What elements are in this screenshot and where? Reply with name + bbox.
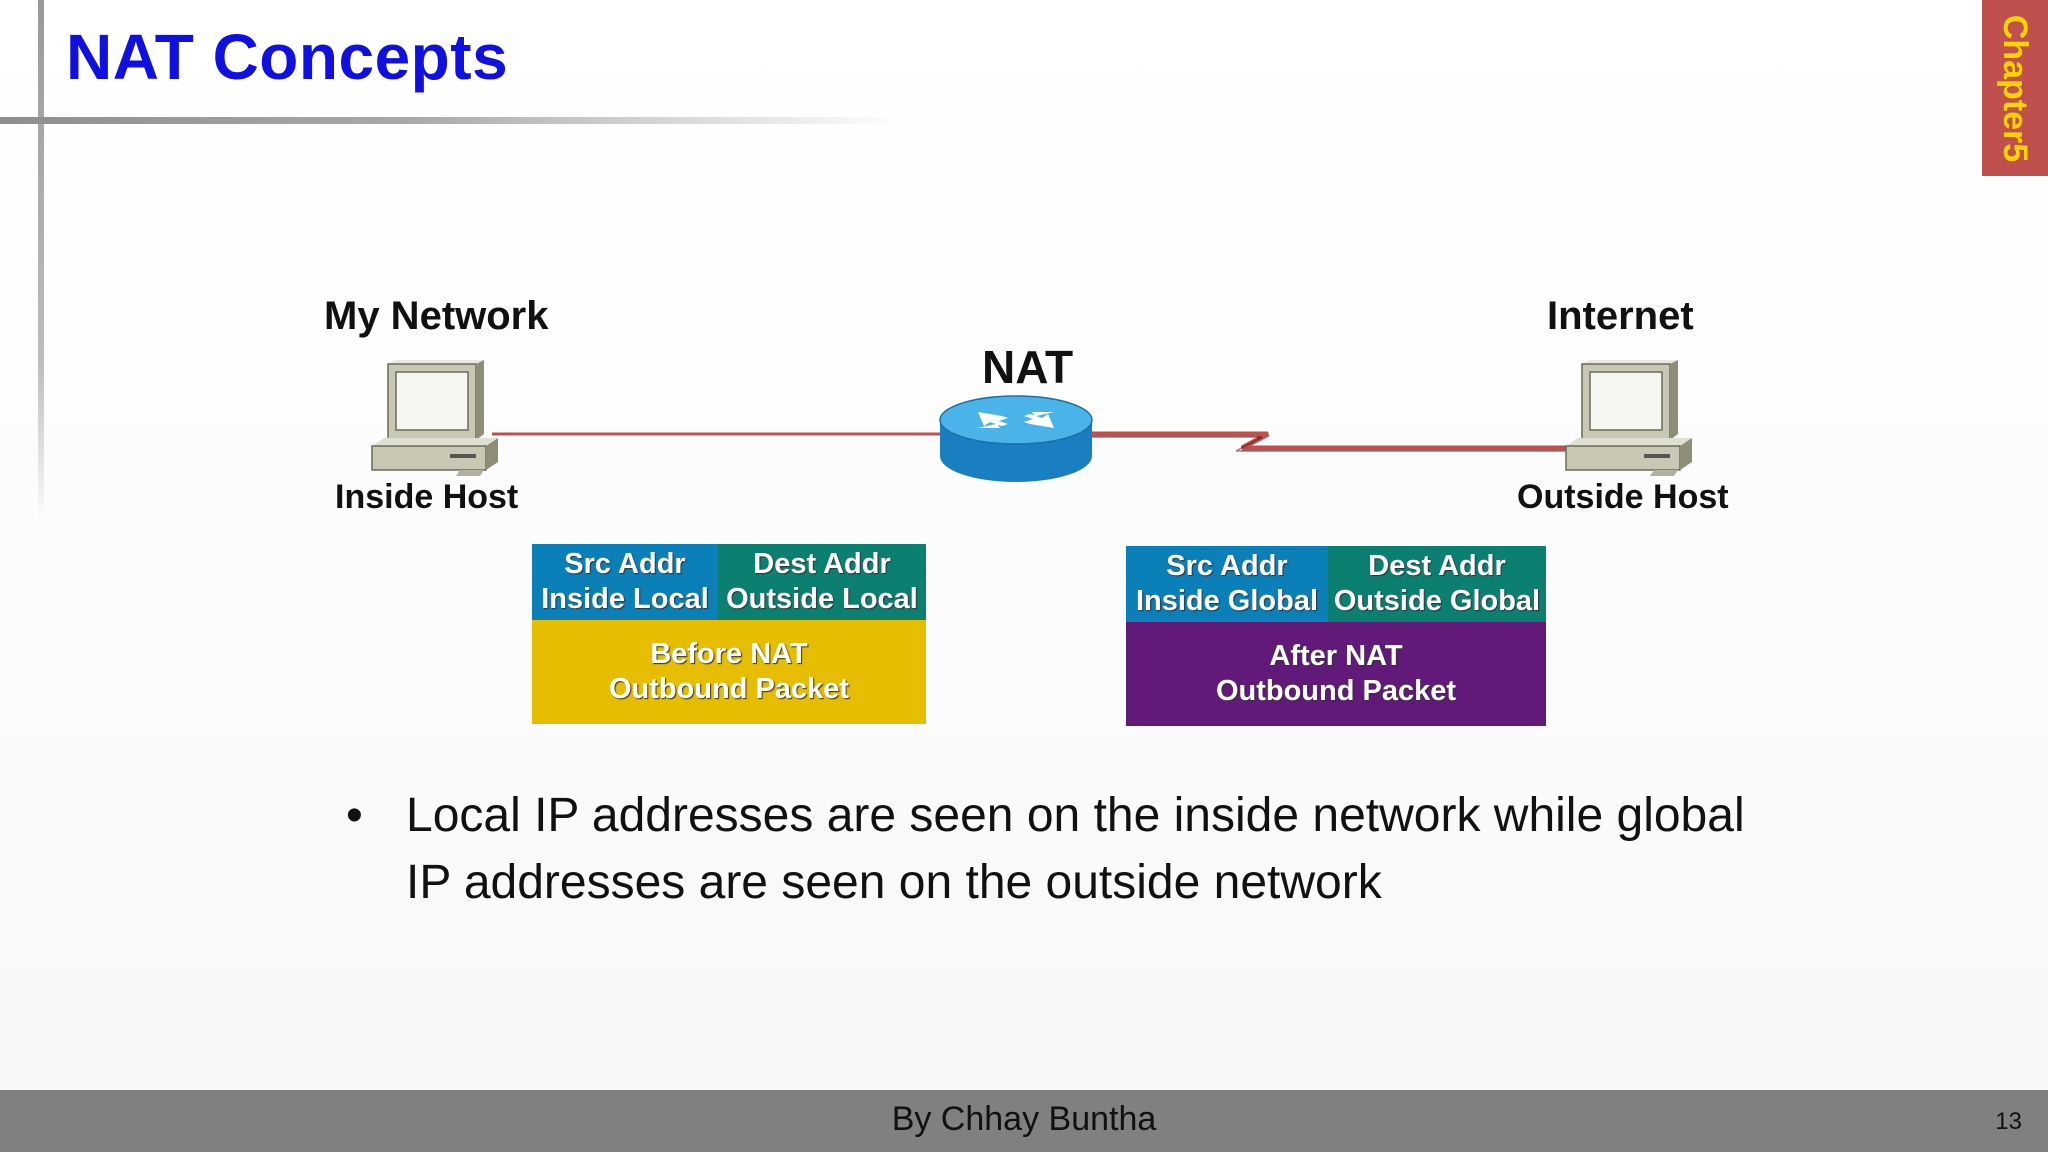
decorative-vertical-rule (38, 0, 44, 520)
dest-addr-value: Outside Global (1333, 585, 1541, 617)
caption-line-2: Outbound Packet (608, 673, 850, 705)
serial-link (1092, 431, 1566, 451)
internet-label: Internet (1547, 294, 1694, 338)
src-addr-header: Src Addr (564, 548, 686, 580)
src-addr-header: Src Addr (1166, 550, 1288, 582)
dest-addr-cell: Dest Addr Outside Local (718, 544, 926, 620)
dest-addr-header: Dest Addr (1368, 550, 1506, 582)
dest-addr-value: Outside Local (726, 583, 918, 615)
footer-author: By Chhay Buntha (891, 1100, 1157, 1138)
src-addr-value: Inside Local (541, 583, 709, 615)
page-number: 13 (1995, 1108, 2022, 1135)
packet-caption: After NAT Outbound Packet (1126, 622, 1546, 726)
packet-caption: Before NAT Outbound Packet (532, 620, 926, 724)
inside-host-computer-icon (371, 360, 498, 476)
bullet-text: Local IP addresses are seen on the insid… (406, 789, 1745, 909)
inside-host-label: Inside Host (335, 478, 519, 516)
outside-host-label: Outside Host (1517, 478, 1729, 516)
footer-bar: By Chhay Buntha 13 (0, 1090, 2048, 1152)
outside-host-computer-icon (1565, 360, 1692, 476)
chapter-tab: Chapter5 (1982, 0, 2048, 176)
caption-line-1: Before NAT (650, 638, 808, 670)
src-addr-value: Inside Global (1135, 585, 1319, 617)
caption-line-1: After NAT (1269, 640, 1403, 672)
before-nat-packet: Src Addr Inside Local Dest Addr Outside … (532, 544, 926, 724)
slide-title: NAT Concepts (66, 21, 509, 93)
my-network-label: My Network (324, 294, 549, 338)
bullet-dot-icon: • (346, 789, 363, 842)
nat-label: NAT (982, 341, 1074, 393)
decorative-title-underline (0, 117, 900, 124)
src-addr-cell: Src Addr Inside Local (532, 544, 718, 620)
dest-addr-cell: Dest Addr Outside Global (1328, 546, 1546, 622)
after-nat-packet: Src Addr Inside Global Dest Addr Outside… (1126, 546, 1546, 726)
nat-router-icon (939, 395, 1093, 482)
dest-addr-header: Dest Addr (753, 548, 891, 580)
caption-line-2: Outbound Packet (1215, 675, 1457, 707)
src-addr-cell: Src Addr Inside Global (1126, 546, 1328, 622)
